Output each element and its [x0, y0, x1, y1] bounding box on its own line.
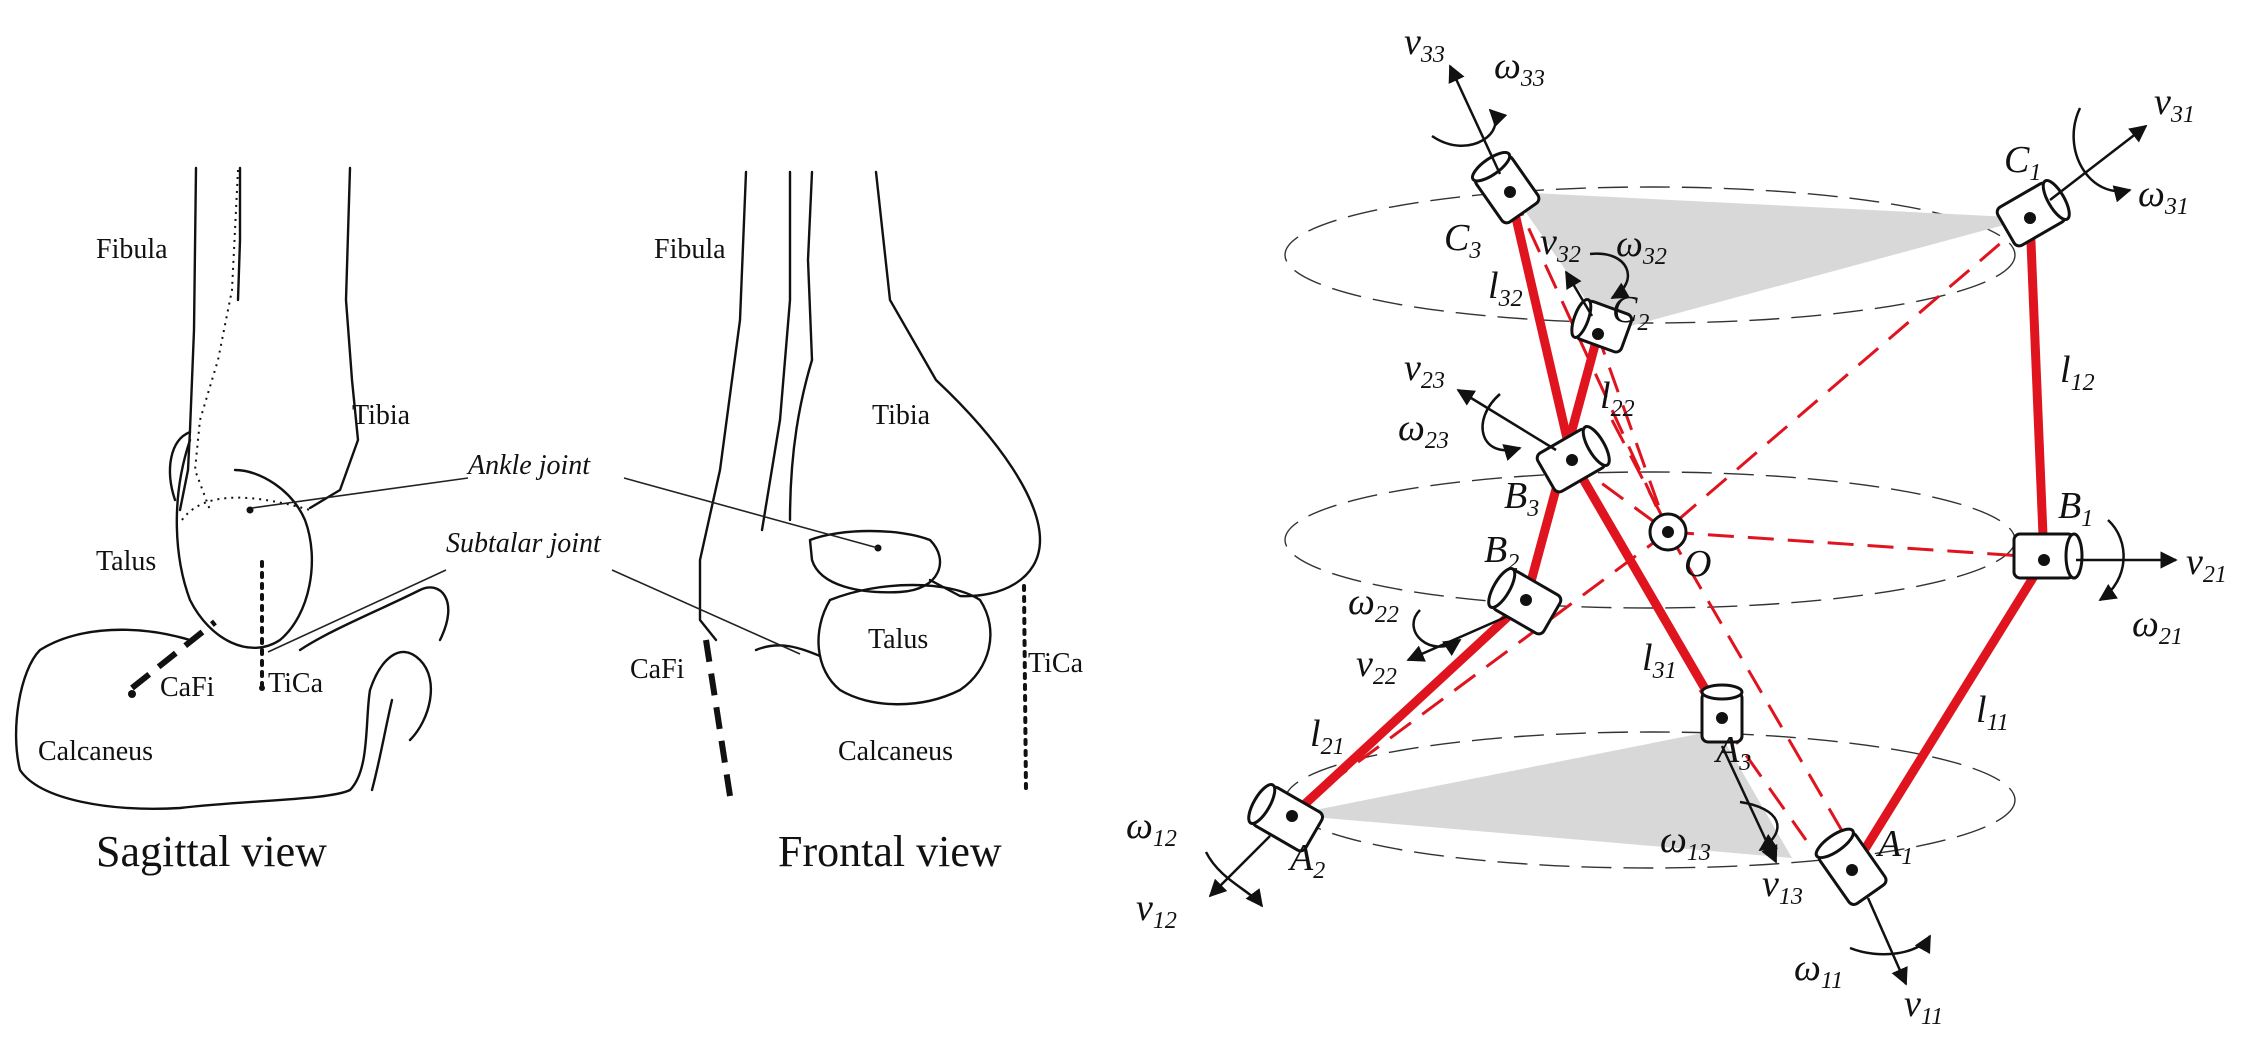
label-v12: v12: [1136, 887, 1177, 934]
label-w11: ω11: [1794, 947, 1843, 994]
label-l32: l32: [1488, 265, 1523, 312]
frontal-fibula-label: Fibula: [654, 234, 726, 265]
sagittal-talus-label: Talus: [96, 546, 156, 577]
link-l32: [1505, 187, 1577, 465]
label-a3: A3: [1713, 729, 1751, 776]
sagittal-cafi-line: [130, 619, 217, 691]
link-l11: [1847, 555, 2049, 875]
sagittal-calcaneus-outline: [14, 586, 450, 810]
label-b1: B1: [2058, 485, 2093, 532]
velocity-axes: [1204, 64, 2178, 986]
frontal-tica-line: [1022, 584, 1028, 794]
label-w21: ω21: [2132, 603, 2183, 650]
label-w13: ω13: [1660, 819, 1711, 866]
label-a1: A1: [1875, 823, 1913, 870]
sagittal-tica-label: TiCa: [268, 668, 324, 699]
frontal-fibula-outline: [698, 170, 792, 642]
label-v31: v31: [2154, 81, 2195, 128]
link-labels: l32 l12 l22 l31 l21 l11: [1310, 265, 2095, 760]
velocity-labels: v33 ω33 v31 ω31 v32 ω32 v23 ω23 v21 ω21 …: [1126, 21, 2227, 1030]
label-w32: ω32: [1616, 223, 1667, 270]
center-point-o: [1648, 512, 1688, 552]
label-l12: l12: [2060, 349, 2095, 396]
link-l12: [2025, 213, 2049, 565]
label-v13: v13: [1762, 863, 1803, 910]
label-l22: l22: [1600, 375, 1635, 422]
sagittal-calcaneus-label: Calcaneus: [38, 736, 153, 767]
bottom-platform: [1290, 730, 1792, 858]
joint-labels: C3 C1 C2 B3 B1 B2 A3 A2 A1 O: [1287, 139, 2093, 884]
sagittal-tibia-label: Tibia: [352, 400, 411, 431]
label-w23: ω23: [1398, 407, 1449, 454]
frontal-view-panel: Fibula Tibia Talus Calcaneus CaFi TiCa F…: [630, 170, 1084, 876]
label-l11: l11: [1976, 689, 2009, 736]
frontal-cafi-line: [703, 639, 733, 797]
label-c3: C3: [1444, 217, 1481, 264]
ankle-joint-label: Ankle joint: [466, 450, 591, 481]
label-w22: ω22: [1348, 581, 1399, 628]
label-v32: v32: [1540, 221, 1581, 268]
links: [1287, 187, 2049, 875]
sagittal-cafi-label: CaFi: [160, 672, 215, 703]
label-l21: l21: [1310, 713, 1345, 760]
joint-leaders: Ankle joint Subtalar joint: [251, 450, 879, 655]
top-platform: [1512, 192, 2030, 332]
sagittal-fibula-label: Fibula: [96, 234, 168, 265]
link-l31: [1567, 455, 1727, 723]
label-c1: C1: [2004, 139, 2041, 186]
label-b2: B2: [1484, 529, 1519, 576]
sagittal-tibia-outline: [178, 166, 360, 512]
label-c2: C2: [1612, 289, 1649, 336]
joint-dots: [1286, 186, 2050, 876]
frontal-tibia-label: Tibia: [872, 400, 931, 431]
frontal-view-caption: Frontal view: [778, 827, 1002, 876]
sagittal-view-panel: Fibula Tibia Talus Calcaneus CaFi TiCa S…: [14, 166, 450, 876]
label-l31: l31: [1642, 637, 1677, 684]
label-w33: ω33: [1494, 45, 1545, 92]
subtalar-joint-label: Subtalar joint: [446, 528, 602, 559]
label-v22: v22: [1356, 643, 1397, 690]
label-v21: v21: [2186, 541, 2227, 588]
top-guide-ellipse: [1284, 186, 2016, 324]
frontal-tica-label: TiCa: [1028, 648, 1084, 679]
link-l21: [1287, 595, 1531, 821]
sagittal-talus-outline: [175, 438, 314, 650]
frontal-cafi-label: CaFi: [630, 654, 685, 685]
sagittal-fibula-outline: [193, 169, 239, 511]
frontal-tibia-outline: [806, 170, 1042, 598]
parallel-mechanism-panel: C3 C1 C2 B3 B1 B2 A3 A2 A1 O l32 l12 l22…: [1126, 21, 2227, 1030]
label-v23: v23: [1404, 347, 1445, 394]
sagittal-view-caption: Sagittal view: [96, 827, 327, 876]
label-v11: v11: [1904, 983, 1943, 1030]
label-o: O: [1684, 543, 1711, 585]
frontal-talus-outline: [817, 583, 992, 706]
joint-c1: [1995, 179, 2071, 248]
frontal-calcaneus-label: Calcaneus: [838, 736, 953, 767]
label-v33: v33: [1404, 21, 1445, 68]
label-a2: A2: [1287, 837, 1325, 884]
frontal-talus-label: Talus: [868, 624, 928, 655]
label-b3: B3: [1504, 475, 1539, 522]
label-w12: ω12: [1126, 805, 1177, 852]
label-w31: ω31: [2138, 173, 2189, 220]
